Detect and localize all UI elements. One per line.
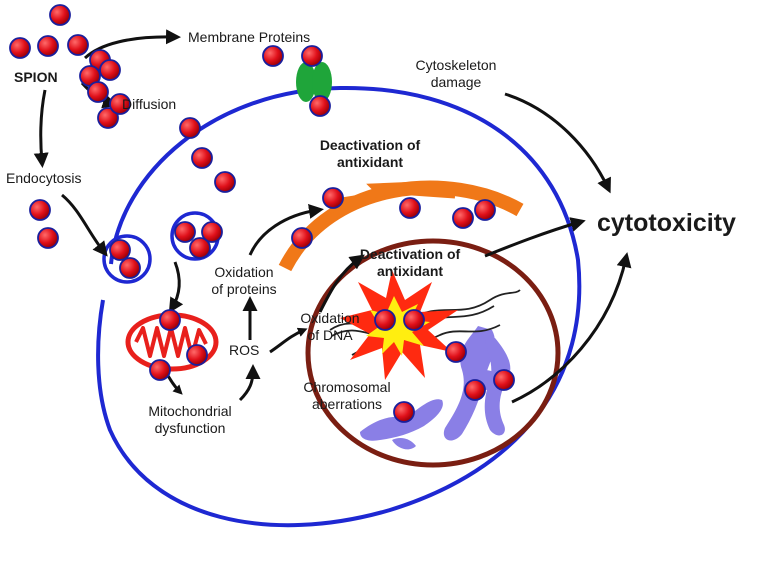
nanoparticle-icon — [464, 379, 486, 401]
label-diffusion: Diffusion — [122, 96, 177, 112]
label-spion: SPION — [14, 69, 58, 85]
label-cytoskeleton-line2: damage — [430, 74, 482, 90]
nanoparticle-icon — [322, 187, 344, 209]
label-oxidation-proteins-line1: Oxidation — [214, 264, 274, 280]
nanoparticle-icon — [452, 207, 474, 229]
nanoparticle-icon — [374, 309, 396, 331]
nanoparticle-icon — [214, 171, 236, 193]
nanoparticle-icon — [37, 227, 59, 249]
arrow-spion-to-endocytosis — [33, 89, 49, 168]
nanoparticle-icon — [109, 93, 131, 115]
nanoparticle-icon — [109, 239, 131, 261]
nanoparticle-icon — [87, 81, 109, 103]
label-mitochondrial-line1: Mitochondrial — [148, 403, 232, 419]
nanoparticle-icon — [201, 221, 223, 243]
nanoparticle-icon — [99, 59, 121, 81]
label-chromosomal-line1: Chromosomal — [303, 379, 391, 395]
label-mitochondrial-line2: dysfunction — [154, 420, 226, 436]
nanoparticle-icon — [291, 227, 313, 249]
label-deactivation-outer: Deactivation of antixidant — [310, 137, 430, 171]
nanoparticle-icon — [67, 34, 89, 56]
arrow-deactivation-to-cytotoxicity — [484, 217, 586, 258]
nanoparticle-icon — [393, 401, 415, 423]
arrow-oxidation-proteins-to-er — [248, 203, 324, 256]
label-oxidation-dna-line1: Oxidation — [300, 310, 360, 326]
nanoparticle-icon — [189, 237, 211, 259]
label-oxidation-dna: Oxidation of DNA — [290, 310, 370, 344]
label-deactivation-inner-line1: Deactivation of — [359, 246, 461, 262]
label-chromosomal-aberrations: Chromosomal aberrations — [292, 379, 402, 413]
arrow-vesicle-to-mitochondrion — [168, 261, 184, 314]
nanoparticle-icon — [49, 4, 71, 26]
arrow-dysfunction-to-ros — [238, 364, 261, 402]
label-membrane-proteins: Membrane Proteins — [188, 29, 311, 45]
nanoparticle-group — [9, 4, 515, 423]
label-deactivation-outer-line1: Deactivation of — [319, 137, 421, 153]
nanoparticle-icon — [445, 341, 467, 363]
label-oxidation-proteins: Oxidation of proteins — [198, 264, 290, 298]
nanoparticle-icon — [262, 45, 284, 67]
label-deactivation-inner-line2: antixidant — [376, 263, 444, 279]
arrow-oxidation-dna-to-deactivation — [318, 254, 365, 313]
nanoparticle-icon — [474, 199, 496, 221]
nanoparticle-icon — [493, 369, 515, 391]
label-oxidation-proteins-line2: of proteins — [211, 281, 277, 297]
nanoparticle-icon — [301, 45, 323, 67]
label-cytoskeleton-line1: Cytoskeleton — [415, 57, 497, 73]
nanoparticle-icon — [186, 344, 208, 366]
arrow-endocytosis-to-vesicle — [61, 193, 108, 257]
nanoparticle-icon — [37, 35, 59, 57]
pathway-arrows — [33, 29, 632, 404]
label-deactivation-outer-line2: antixidant — [336, 154, 404, 170]
label-mitochondrial-dysfunction: Mitochondrial dysfunction — [130, 403, 250, 437]
label-endocytosis: Endocytosis — [6, 170, 82, 186]
nanoparticle-icon — [9, 37, 31, 59]
arrow-spion-to-membrane-proteins — [83, 29, 181, 60]
label-deactivation-inner: Deactivation of antixidant — [350, 246, 470, 280]
label-ros: ROS — [229, 342, 260, 358]
nanoparticle-icon — [119, 257, 141, 279]
arrow-cytoskeleton-to-cytotoxicity — [504, 92, 611, 194]
label-cytotoxicity: cytotoxicity — [597, 209, 736, 237]
nanoparticle-icon — [309, 95, 331, 117]
nanoparticle-icon — [97, 107, 119, 129]
nanoparticle-icon — [174, 221, 196, 243]
label-chromosomal-line2: aberrations — [311, 396, 383, 412]
nanoparticle-icon — [29, 199, 51, 221]
nanoparticle-icon — [179, 117, 201, 139]
nanoparticle-icon — [159, 309, 181, 331]
label-cytoskeleton-damage: Cytoskeleton damage — [404, 57, 508, 91]
nanoparticle-icon — [149, 359, 171, 381]
endocytic-vesicle — [102, 234, 152, 284]
nanoparticle-icon — [399, 197, 421, 219]
membrane-protein-icon — [296, 62, 332, 102]
arrow-ros-to-oxidation-dna — [269, 327, 308, 354]
nanoparticle-icon — [403, 309, 425, 331]
nanoparticle-icon — [191, 147, 213, 169]
arrow-chromosome-to-cytotoxicity — [511, 252, 632, 404]
label-oxidation-dna-line2: of DNA — [307, 327, 353, 343]
